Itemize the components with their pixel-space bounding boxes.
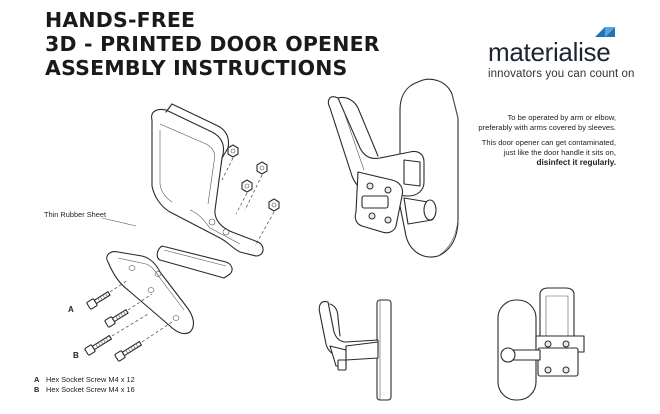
note-line-1: To be operated by arm or elbow, [507,113,616,122]
title-line-3: ASSEMBLY INSTRUCTIONS [45,56,348,80]
screw-b-marker: B [73,351,79,360]
parts-legend: A Hex Socket Screw M4 x 12 B Hex Socket Sc… [34,375,135,395]
usage-notes: To be operated by arm or elbow, preferab… [478,113,616,173]
materialise-logo-mark-icon [595,27,615,37]
brand-tagline: innovators you can count on [488,68,635,80]
title-line-2: 3D - PRINTED DOOR OPENER [45,32,380,56]
note-line-2: preferably with arms covered by sleeves. [478,123,616,132]
assembled-side-view [318,299,392,401]
brand-logo: materialise innovators you can count on [488,38,635,82]
legend-item: B Hex Socket Screw M4 x 16 [34,385,135,395]
note-line-3: This door opener can get contaminated, [481,138,616,147]
assembled-front-view [497,287,585,401]
exploded-nuts [221,144,280,247]
exploded-screws [84,279,173,362]
exploded-clamp-plate [106,251,195,335]
rubber-sheet-label: Thin Rubber Sheet [44,210,107,219]
brand-name: materialise [488,37,611,67]
rubber-sheet-leader-line [101,217,137,227]
screw-a-marker: A [68,305,74,314]
assembled-isometric-view [327,78,459,258]
page-title: HANDS-FREE 3D - PRINTED DOOR OPENER ASSE… [45,8,380,80]
title-line-1: HANDS-FREE [45,8,196,32]
legend-item: A Hex Socket Screw M4 x 12 [34,375,135,385]
legend-label: Hex Socket Screw M4 x 16 [46,385,135,394]
legend-key: A [34,375,40,384]
note-line-5-warning: disinfect it regularly. [536,158,616,167]
exploded-opener-shell [151,103,264,257]
legend-label: Hex Socket Screw M4 x 12 [46,375,135,384]
exploded-rubber-sheet [156,245,233,279]
legend-key: B [34,385,40,394]
note-line-4: just like the door handle it sits on, [503,148,616,157]
